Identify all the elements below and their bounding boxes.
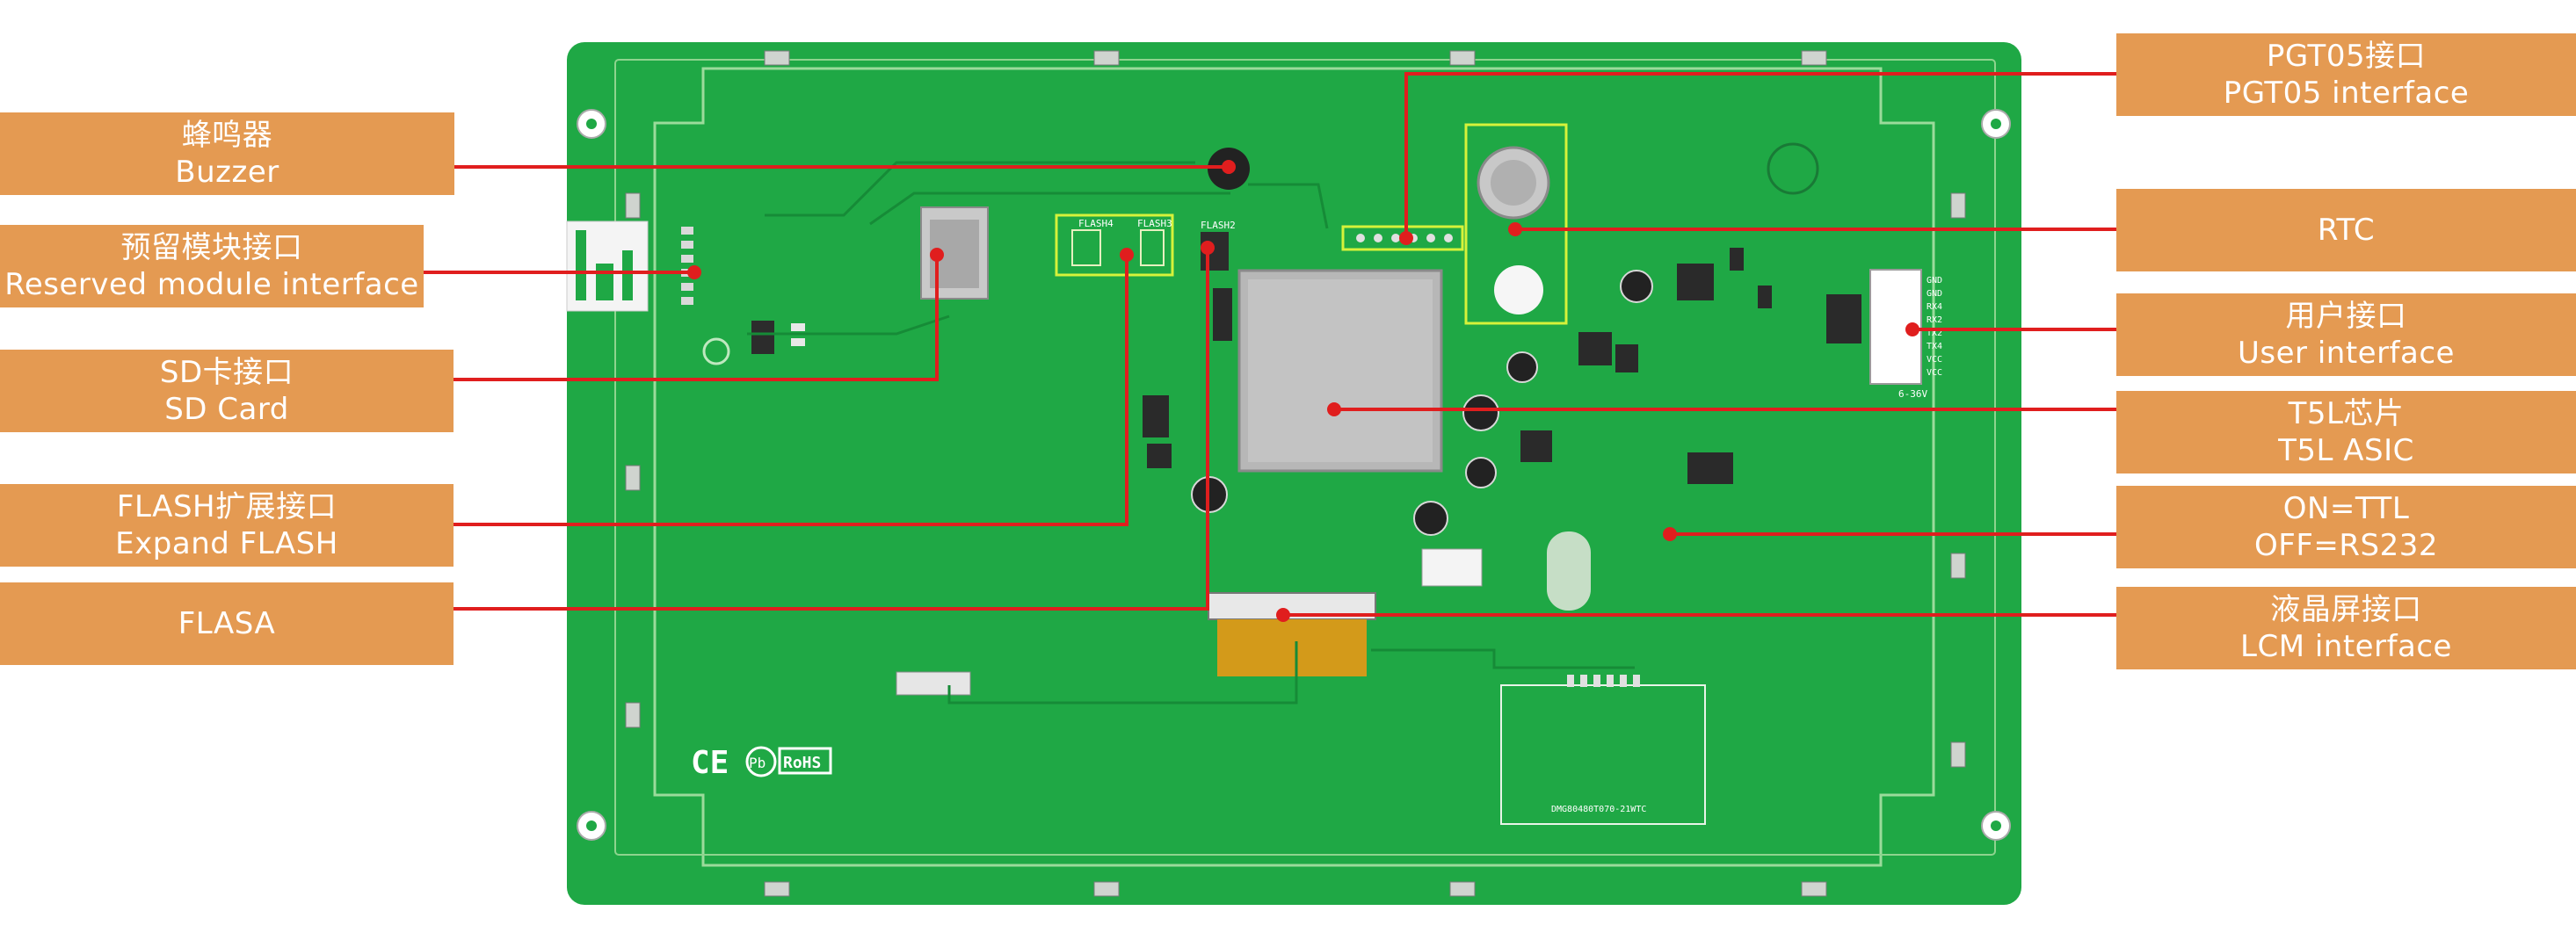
label-user-zh: 用户接口 <box>2285 299 2407 334</box>
bottom-right-footprint <box>1500 684 1706 825</box>
capacitors <box>1191 270 1653 536</box>
label-pgt05: PGT05接口 PGT05 interface <box>2116 33 2576 116</box>
rohs-mark: RoHS <box>783 754 821 772</box>
silk-flash4: FLASH4 <box>1078 218 1114 229</box>
label-user: 用户接口 User interface <box>2116 293 2576 376</box>
label-flasa: FLASA <box>0 582 454 665</box>
pcb-traces <box>747 161 1635 705</box>
pgt05-pads <box>1356 234 1453 242</box>
label-reserved-en: Reserved module interface <box>4 267 419 302</box>
user-connector-pins: GND GND RX4 RX2 TX2 TX4 VCC VCC <box>1927 276 1942 378</box>
svg-text:VCC: VCC <box>1927 368 1942 378</box>
board-outline <box>653 67 1935 867</box>
label-t5l-en: T5L ASIC <box>2278 433 2414 468</box>
label-pgt05-en: PGT05 interface <box>2223 76 2470 111</box>
leader-dots <box>687 160 1919 622</box>
label-buzzer-en: Buzzer <box>175 155 279 190</box>
qc-stamp <box>1767 142 1819 195</box>
leader-sdcard <box>454 255 939 381</box>
misc-components <box>1143 248 1772 484</box>
edge-clips <box>625 50 1966 897</box>
label-sdcard-zh: SD卡接口 <box>159 355 294 390</box>
rtc-highlight-box <box>1464 123 1568 325</box>
label-t5l-zh: T5L芯片 <box>2288 396 2405 431</box>
leader-flasa <box>454 248 1209 611</box>
rohs-box <box>778 747 832 775</box>
silk-flash2: FLASH2 <box>1201 220 1236 231</box>
label-ttl: ON=TTL OFF=RS232 <box>2116 486 2576 568</box>
label-flash-ext-en: Expand FLASH <box>115 526 338 561</box>
svg-text:TX4: TX4 <box>1927 342 1942 351</box>
label-ttl-en: OFF=RS232 <box>2254 528 2438 563</box>
ce-mark: CE <box>691 745 729 781</box>
lcm-ribbon <box>1217 619 1367 676</box>
pgt05-highlight <box>1341 225 1464 251</box>
label-t5l: T5L芯片 T5L ASIC <box>2116 391 2576 474</box>
reserved-module-footprint <box>566 220 693 312</box>
label-buzzer-zh: 蜂鸣器 <box>181 118 273 153</box>
svg-text:GND: GND <box>1927 289 1942 299</box>
leader-lines <box>424 72 2116 617</box>
label-lcm: 液晶屏接口 LCM interface <box>2116 587 2576 669</box>
label-reserved: 预留模块接口 Reserved module interface <box>0 225 424 307</box>
label-ttl-zh: ON=TTL <box>2282 491 2410 526</box>
label-rtc-zh: RTC <box>2317 213 2376 248</box>
silk-flash3: FLASH3 <box>1137 218 1172 229</box>
label-flash-ext-zh: FLASH扩展接口 <box>116 489 337 524</box>
label-user-en: User interface <box>2238 336 2455 371</box>
label-rtc: RTC <box>2116 189 2576 271</box>
small-components <box>702 321 805 365</box>
sd-card-slot <box>920 206 989 300</box>
svg-text:RX4: RX4 <box>1927 302 1942 312</box>
secondary-connector <box>1421 548 1483 587</box>
svg-text:GND: GND <box>1927 276 1942 286</box>
svg-text:TX2: TX2 <box>1927 329 1942 338</box>
board-inner-outline <box>614 59 1996 856</box>
label-flash-ext: FLASH扩展接口 Expand FLASH <box>0 484 454 567</box>
rtc-crystal <box>1494 265 1543 314</box>
silk-model: DMG80480T070-21WTC <box>1551 805 1646 814</box>
pb-mark: Pb <box>749 755 766 771</box>
label-sdcard: SD卡接口 SD Card <box>0 350 454 432</box>
label-lcm-zh: 液晶屏接口 <box>2270 592 2422 627</box>
leader-flash-ext <box>454 255 1128 526</box>
pcb-board <box>567 42 2021 905</box>
bottom-left-connector <box>896 671 971 696</box>
silk-voltage: 6-36V <box>1898 388 1927 400</box>
svg-text:VCC: VCC <box>1927 355 1942 365</box>
label-lcm-en: LCM interface <box>2240 629 2452 664</box>
leader-pgt05 <box>1404 72 2116 238</box>
svg-text:RX2: RX2 <box>1927 315 1942 325</box>
pb-mark-circle <box>745 746 777 777</box>
label-buzzer: 蜂鸣器 Buzzer <box>0 112 454 195</box>
flash-highlight-box <box>1055 213 1174 277</box>
label-pgt05-zh: PGT05接口 <box>2266 39 2427 74</box>
label-reserved-zh: 预留模块接口 <box>120 230 303 265</box>
label-flasa-zh: FLASA <box>178 606 276 641</box>
label-sdcard-en: SD Card <box>164 392 289 427</box>
